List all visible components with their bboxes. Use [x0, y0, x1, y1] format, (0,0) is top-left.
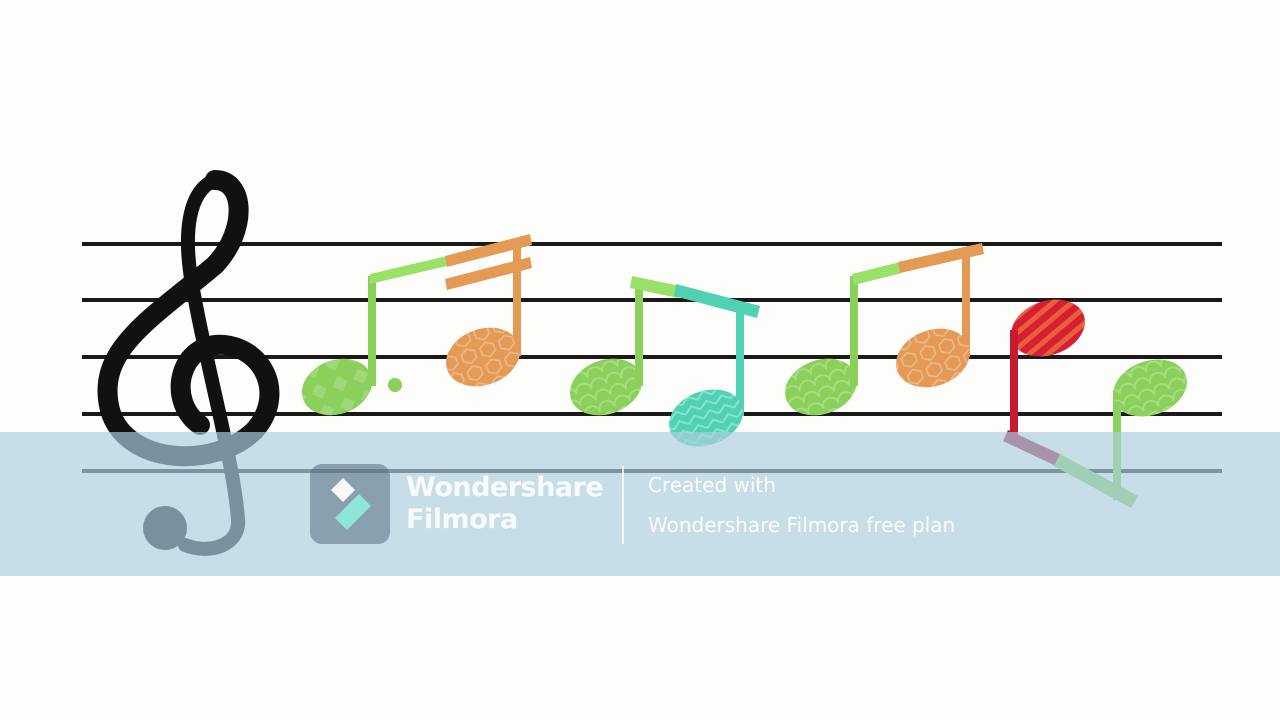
watermark-brand-line1: Wondershare — [406, 472, 604, 503]
note-group-1 — [301, 234, 532, 416]
watermark-divider — [622, 466, 624, 544]
note-group-3 — [785, 243, 984, 416]
watermark-brand-line2: Filmora — [406, 504, 518, 535]
note-group-2 — [570, 276, 760, 447]
watermark-created-label: Created with — [648, 473, 776, 497]
filmora-logo-icon — [310, 464, 390, 544]
filmora-watermark-band — [0, 432, 1280, 576]
watermark-plan-label: Wondershare Filmora free plan — [648, 513, 956, 537]
